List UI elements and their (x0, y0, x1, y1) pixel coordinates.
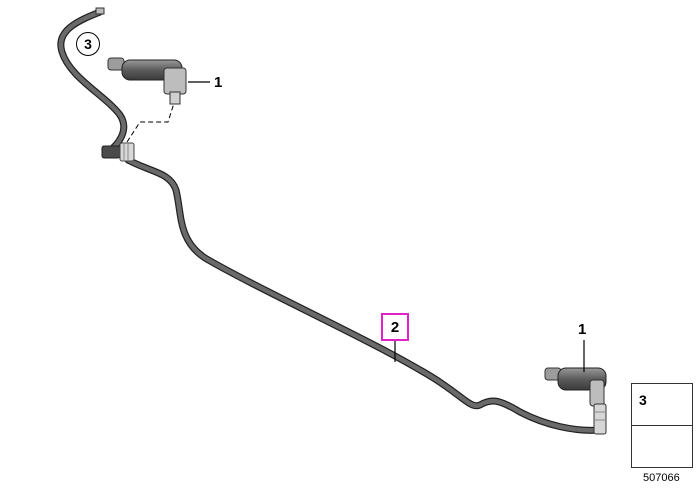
callout-hose-highlighted[interactable]: 2 (381, 313, 409, 341)
callout-hose-text: 2 (390, 318, 400, 336)
washer-nozzle-top (107, 57, 187, 105)
legend-box: 3 (631, 383, 693, 468)
legend-clip-label: 3 (639, 392, 647, 408)
callout-clip: 3 (76, 32, 100, 56)
callout-nozzle-bottom: 1 (578, 321, 587, 338)
washer-hose (57, 8, 604, 434)
callout-nozzle-top: 1 (214, 74, 223, 91)
legend-clip-cell: 3 (632, 384, 692, 426)
diagram-number: 507066 (643, 472, 680, 484)
connector-leader-dashed (126, 99, 176, 143)
t-connector (101, 142, 135, 162)
washer-nozzle-bottom (544, 367, 607, 435)
hose-end-fitting (95, 7, 105, 15)
callout-clip-text: 3 (84, 36, 92, 52)
